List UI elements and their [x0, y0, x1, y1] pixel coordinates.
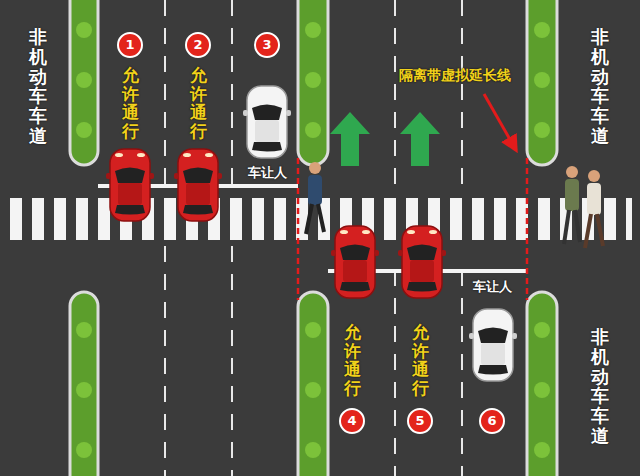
- lane-label: 非机动车车道: [29, 27, 47, 146]
- callout-number: 1: [117, 32, 143, 58]
- direction-arrows: [330, 112, 440, 166]
- lane-note: 允许通行: [344, 323, 361, 398]
- callout-number: 3: [254, 32, 280, 58]
- cars: [106, 86, 517, 381]
- callout-number: 6: [479, 408, 505, 434]
- pedestrians: [306, 162, 603, 248]
- lane-label: 非机动车车道: [591, 327, 609, 446]
- yield-note: 车让人: [473, 278, 512, 296]
- callout-label: 隔离带虚拟延长线: [399, 67, 511, 85]
- callout-number: 2: [185, 32, 211, 58]
- lane-label: 非机动车车道: [591, 27, 609, 146]
- lane-note: 允许通行: [190, 66, 207, 141]
- pointer-arrow: [484, 94, 516, 150]
- callout-number: 5: [407, 408, 433, 434]
- lane-note: 允许通行: [122, 66, 139, 141]
- yield-note: 车让人: [248, 164, 287, 182]
- lane-note: 允许通行: [412, 323, 429, 398]
- zebra-crossing: [10, 198, 632, 240]
- callout-number: 4: [339, 408, 365, 434]
- median-virtual-extension: [298, 158, 527, 300]
